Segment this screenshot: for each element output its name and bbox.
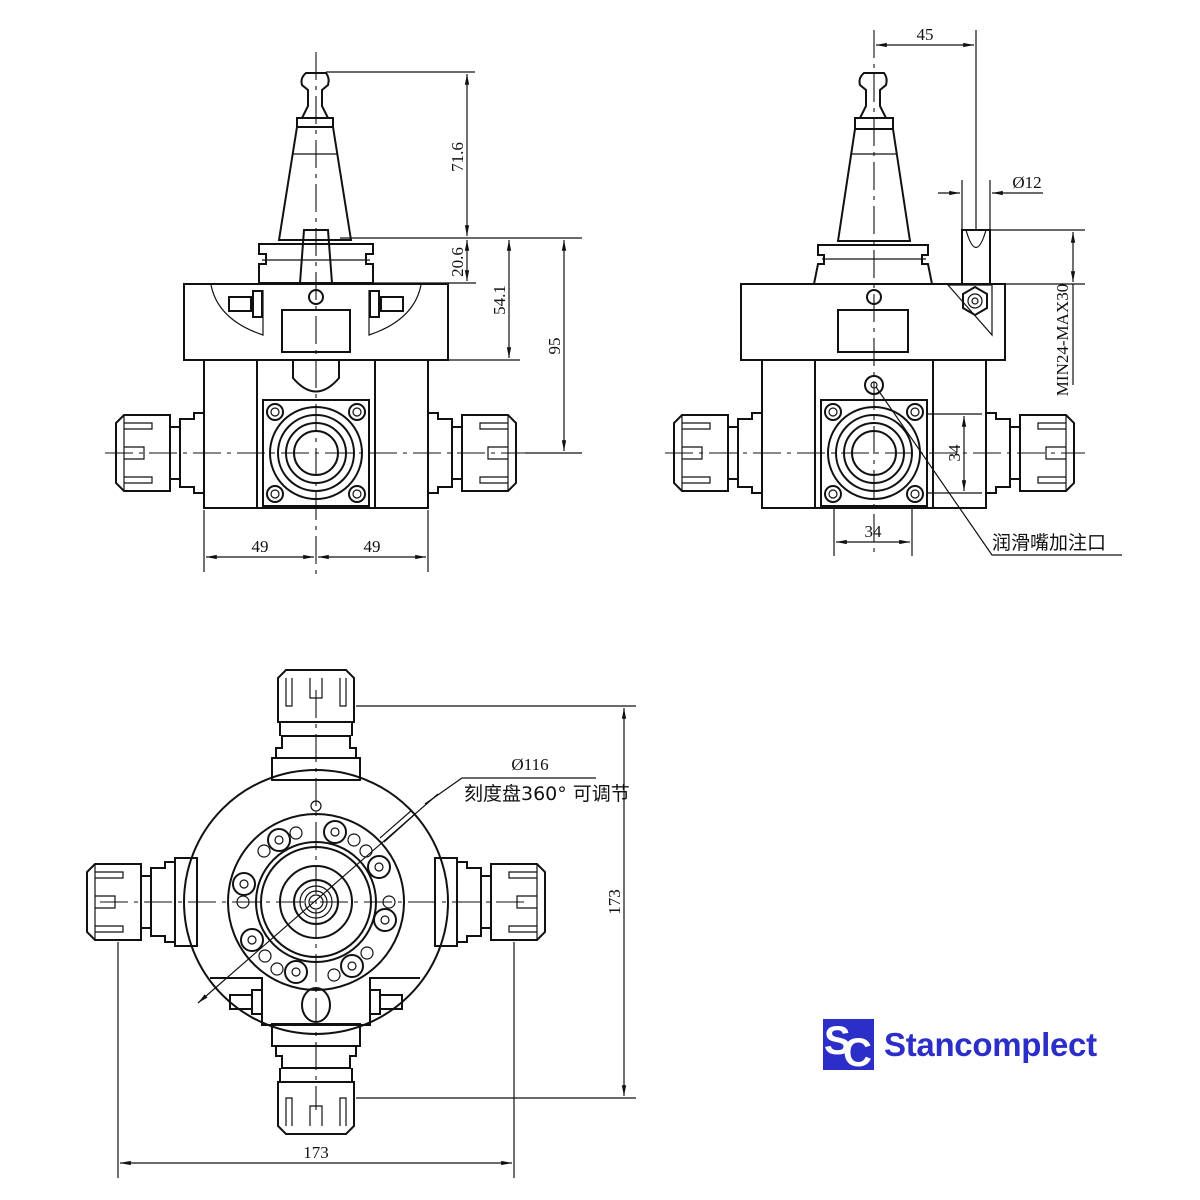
- lubrication-port-annotation: 润滑嘴加注口: [992, 532, 1106, 554]
- dim-taper-height: 71.6: [448, 142, 467, 172]
- logo-mark-s: S: [824, 1019, 851, 1063]
- dim-ring-diameter: Ø116: [511, 755, 548, 774]
- dim-flange-to-body: 54.1: [490, 285, 509, 315]
- dim-right-half-width: 49: [364, 537, 381, 556]
- dim-flange-height: 20.6: [448, 247, 467, 277]
- bottom-view: Ø116 刻度盘360° 可调节 173 173: [86, 669, 636, 1178]
- dim-stop-pin-range: MIN24-MAX30: [1053, 284, 1072, 396]
- dim-stop-pin-offset: 45: [917, 25, 934, 44]
- brand-name: Stancomplect: [884, 1025, 1097, 1063]
- logo-mark-c: C: [843, 1031, 872, 1070]
- dial-adjustable-annotation: 刻度盘360° 可调节: [464, 783, 630, 805]
- front-view: 71.6 20.6 54.1 95 49 49: [105, 52, 582, 575]
- dim-stop-pin-diameter: Ø12: [1012, 173, 1041, 192]
- logo-mark: S C: [823, 1019, 874, 1070]
- dim-flange-width: 34: [865, 522, 883, 541]
- dim-overall-width: 173: [303, 1143, 329, 1162]
- brand-logo: S C Stancomplect: [823, 1019, 1097, 1070]
- dim-overall-height: 173: [605, 889, 624, 915]
- dim-flange-height: 34: [945, 444, 964, 462]
- dim-total-to-axis: 95: [545, 338, 564, 355]
- dim-left-half-width: 49: [252, 537, 269, 556]
- side-view: 45 Ø12 MIN24-MAX30 34 34 润滑嘴加注口: [665, 25, 1122, 556]
